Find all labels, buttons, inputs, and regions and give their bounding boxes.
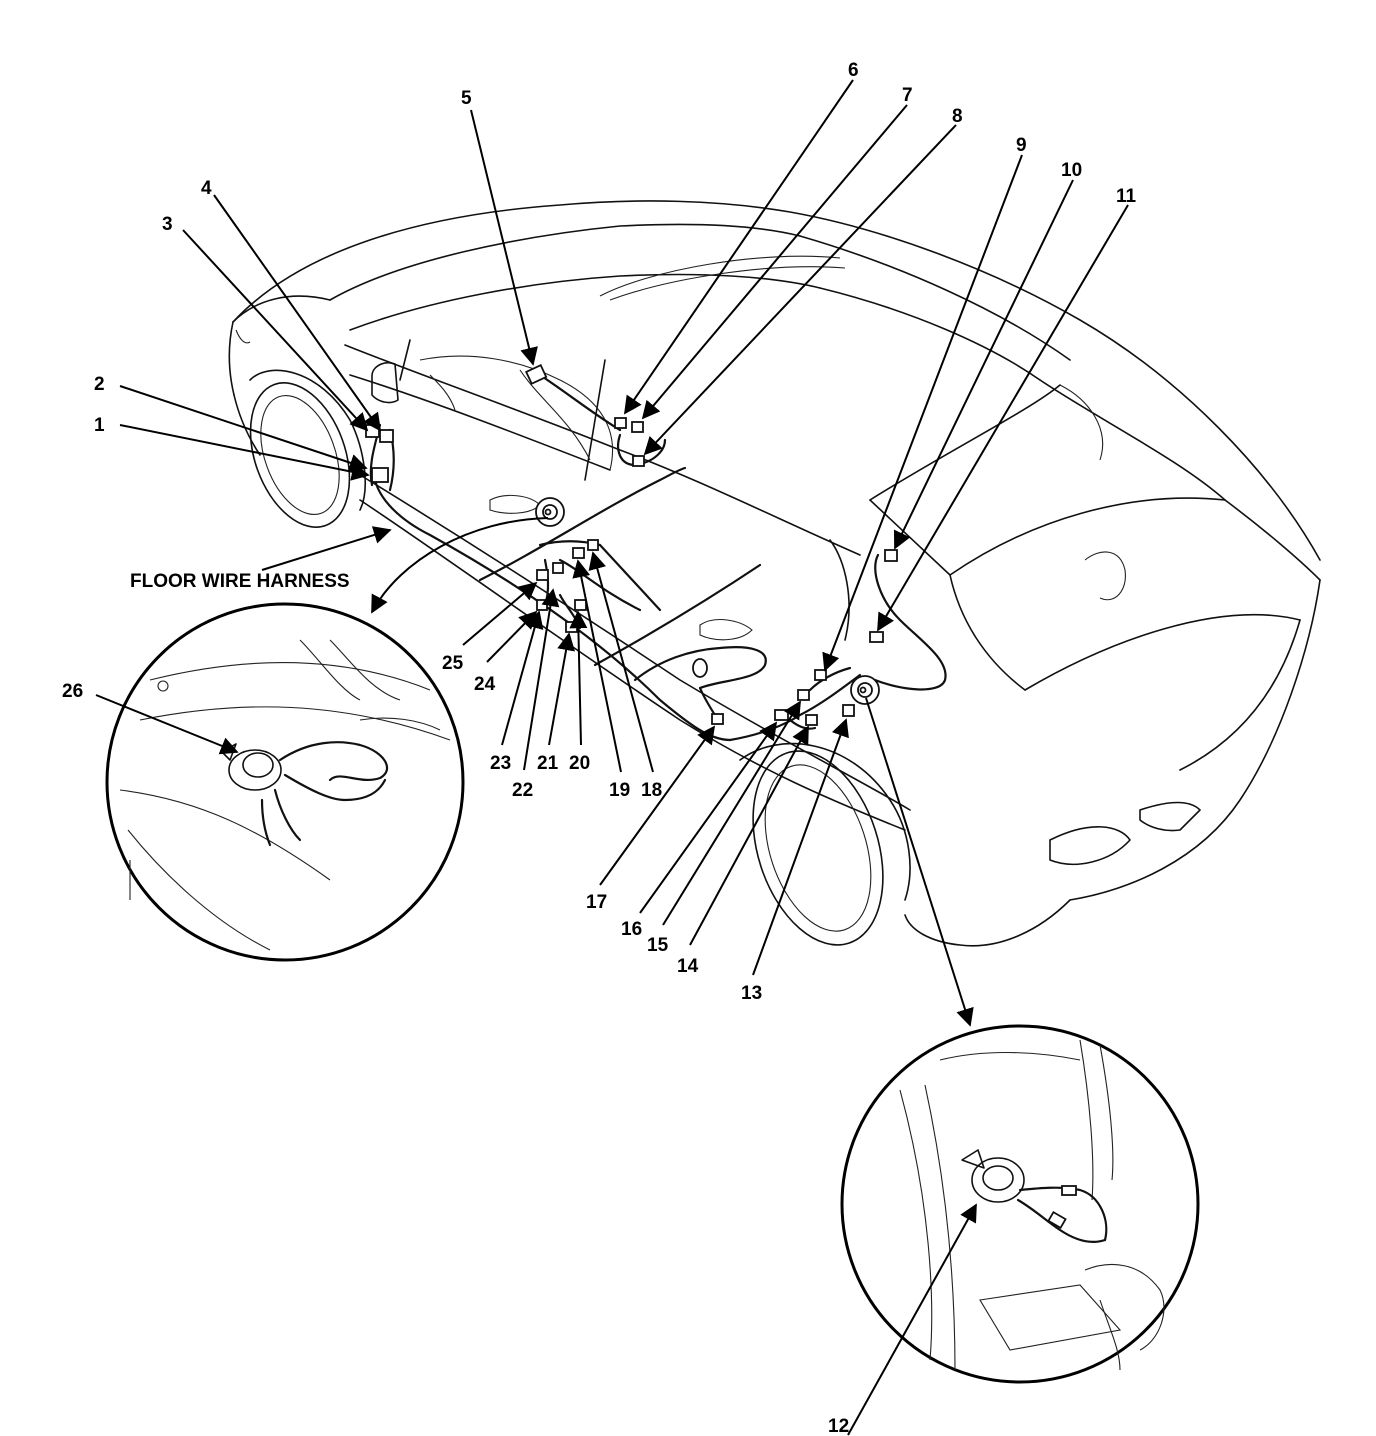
callout-6: 6	[848, 60, 859, 81]
callout-16: 16	[621, 919, 642, 940]
callout-19: 19	[609, 780, 630, 801]
callout-12: 12	[828, 1416, 849, 1436]
callout-23: 23	[490, 753, 511, 774]
callout-5: 5	[461, 88, 472, 109]
callout-21: 21	[537, 753, 559, 774]
callout-22: 22	[512, 780, 533, 801]
callout-1: 1	[94, 415, 105, 436]
callout-labels: 1 2 3 4 5 6 7 8 9 10 11 12 13 14 15 16 1…	[62, 60, 1137, 1436]
detail-inset-26	[105, 602, 465, 962]
callout-18: 18	[641, 780, 662, 801]
callout-11: 11	[1116, 186, 1137, 207]
detail-inset-12	[840, 1024, 1200, 1384]
callout-3: 3	[162, 214, 173, 235]
callout-7: 7	[902, 85, 913, 106]
callout-17: 17	[586, 892, 607, 913]
callout-4: 4	[201, 178, 212, 199]
callout-8: 8	[952, 106, 963, 127]
floor-wire-harness-label: FLOOR WIRE HARNESS	[130, 571, 350, 592]
callout-9: 9	[1016, 135, 1027, 156]
callout-25: 25	[442, 653, 464, 674]
callout-20: 20	[569, 753, 590, 774]
callout-14: 14	[677, 956, 699, 977]
floor-wire-harness	[365, 363, 947, 742]
callout-13: 13	[741, 983, 762, 1004]
leader-lines	[95, 79, 1129, 1436]
callout-24: 24	[474, 674, 496, 695]
callout-26: 26	[62, 681, 83, 702]
callout-2: 2	[94, 374, 105, 395]
callout-10: 10	[1061, 160, 1082, 181]
callout-15: 15	[647, 935, 669, 956]
